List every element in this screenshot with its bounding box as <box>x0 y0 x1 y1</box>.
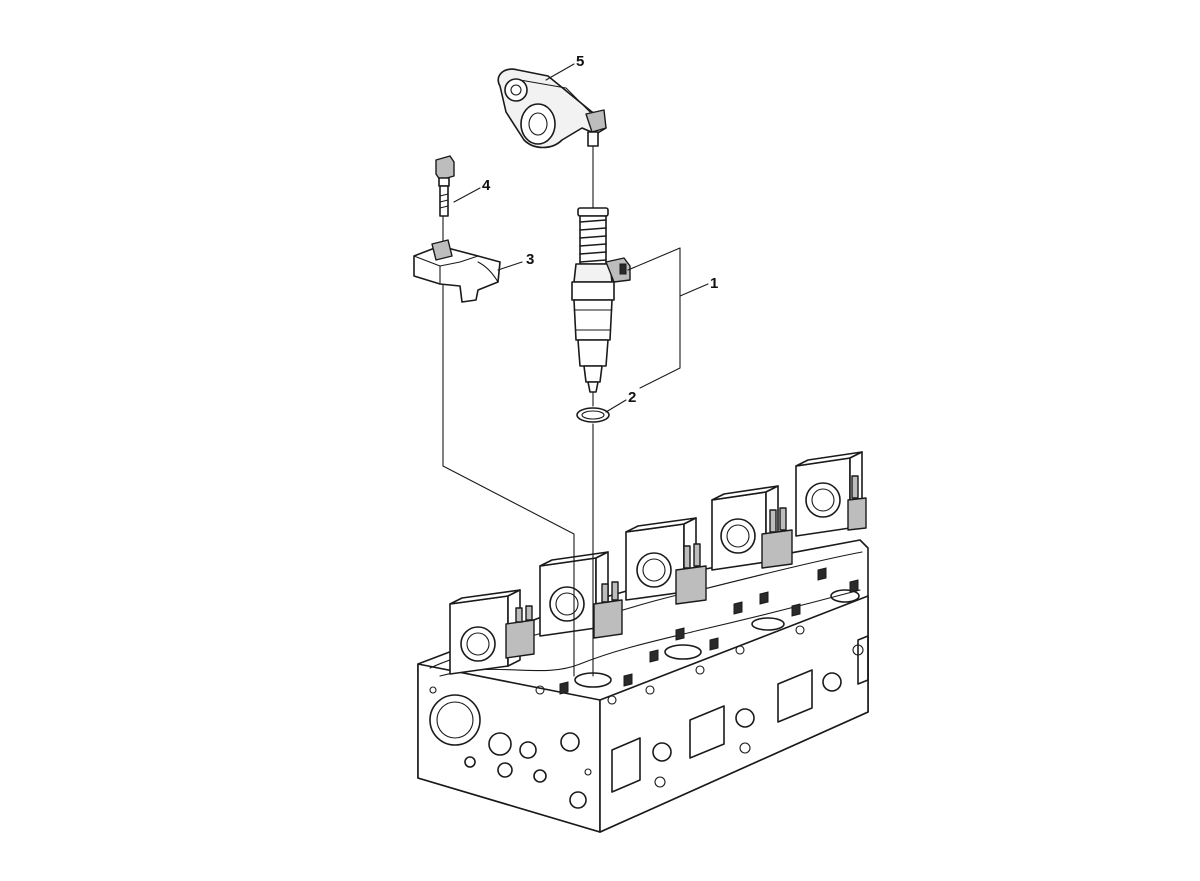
injector-seal-ring <box>576 407 610 423</box>
callout-4: 4 <box>482 177 491 194</box>
cylinder-head <box>417 539 869 833</box>
callout-5: 5 <box>576 53 584 70</box>
callout-2: 2 <box>628 389 636 406</box>
clamp-bracket <box>413 239 501 303</box>
callout-1: 1 <box>710 275 718 292</box>
bearing-saddle-2 <box>539 551 623 639</box>
callout-3: 3 <box>526 251 534 268</box>
bearing-saddle-4 <box>711 485 793 571</box>
callout-labels: 1 2 3 4 5 <box>482 53 718 406</box>
rocker-arm <box>497 68 607 149</box>
unit-injector <box>571 207 631 393</box>
callout-leaders <box>453 63 709 413</box>
bearing-saddles <box>449 451 867 675</box>
bearing-saddle-1 <box>449 589 535 675</box>
cylinder-head-side-face <box>599 595 869 833</box>
bearing-saddle-3 <box>625 517 707 605</box>
assembly-leader-lines <box>442 145 594 677</box>
bearing-saddle-5 <box>795 451 867 537</box>
bolt <box>435 155 455 217</box>
